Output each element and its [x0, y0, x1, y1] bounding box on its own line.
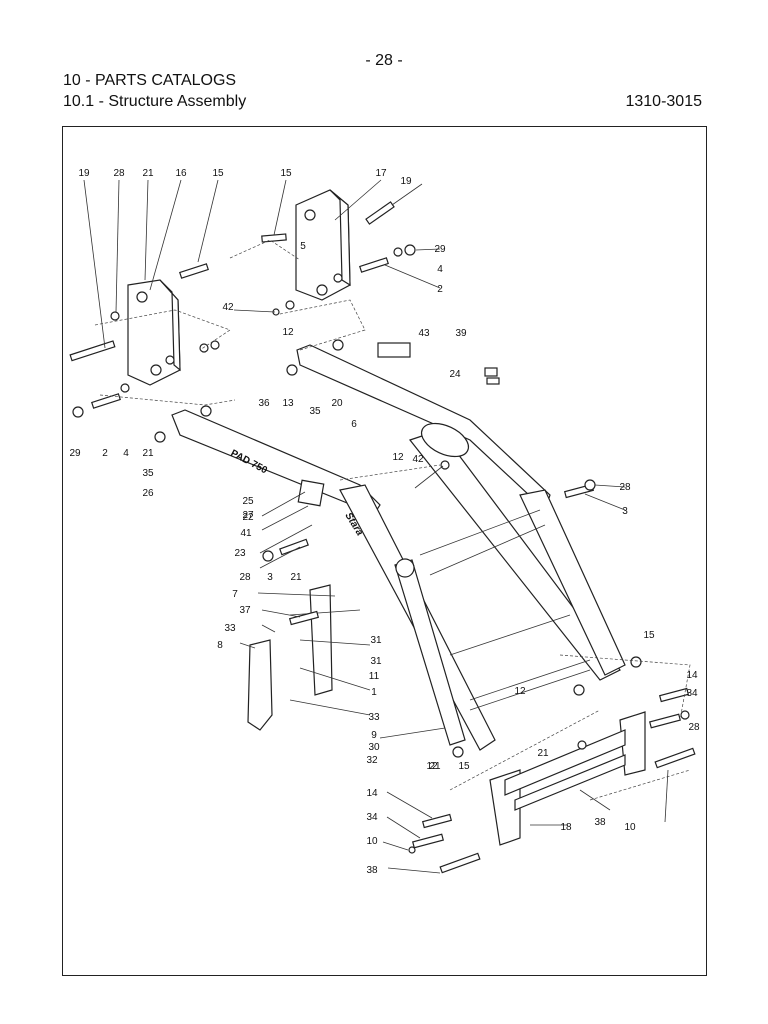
- leader-lines: [83, 179, 669, 874]
- callout-label: 28: [619, 482, 631, 493]
- callout-label: 22: [242, 512, 254, 523]
- callout-label: 3: [622, 506, 628, 517]
- callout-label: 38: [366, 865, 378, 876]
- callout-label: 37: [239, 605, 251, 616]
- small-plate-2: [486, 377, 500, 385]
- callout-label: 2: [102, 448, 108, 459]
- decal-plate: [377, 342, 411, 358]
- callout-label: 28: [239, 572, 251, 583]
- callout-label: 39: [455, 328, 467, 339]
- callout-label: 13: [282, 398, 294, 409]
- callout-label: 7: [232, 589, 238, 600]
- callout-label: 31: [370, 635, 382, 646]
- diagram-frame: [62, 126, 707, 976]
- left-mount-bracket: [127, 279, 181, 386]
- callout-label: 27: [242, 510, 254, 521]
- callout-label: 4: [437, 264, 443, 275]
- callout-label: 9: [371, 730, 377, 741]
- callout-label: 1: [371, 687, 377, 698]
- callout-label: 41: [240, 528, 252, 539]
- callout-label: 15: [212, 168, 224, 179]
- callout-label: 2: [437, 284, 443, 295]
- callout-label: 28: [688, 722, 700, 733]
- callout-label: 8: [217, 640, 223, 651]
- callout-label: 21: [290, 572, 302, 583]
- callout-label: 15: [643, 630, 655, 641]
- callout-label: 12: [514, 686, 526, 697]
- callout-label: 43: [418, 328, 430, 339]
- callout-label: 6: [351, 419, 357, 430]
- callout-label: 11: [369, 671, 380, 682]
- assembly-lines: [94, 239, 691, 801]
- callout-label: 26: [142, 488, 154, 499]
- quick-attach-frame: [489, 711, 646, 846]
- callout-label: 3: [267, 572, 273, 583]
- callout-label: 33: [224, 623, 236, 634]
- callout-label: 36: [258, 398, 270, 409]
- callout-label: 17: [375, 168, 387, 179]
- callout-label: 21: [142, 168, 154, 179]
- callout-label: 31: [370, 656, 382, 667]
- small-plate: [484, 367, 498, 377]
- loader-arm-frame: PAD 750 Stara: [171, 344, 626, 751]
- callout-label: 21: [537, 748, 549, 759]
- section-title: 10.1 - Structure Assembly: [63, 93, 247, 110]
- callout-label: 10: [624, 822, 636, 833]
- callout-label: 34: [686, 688, 698, 699]
- callout-label: 25: [242, 496, 254, 507]
- callout-label: 20: [331, 398, 343, 409]
- callout-label: 38: [594, 817, 606, 828]
- callout-label: 35: [309, 406, 321, 417]
- callout-label: 12: [392, 452, 404, 463]
- callout-label: 14: [366, 788, 378, 799]
- callout-label: 34: [366, 812, 378, 823]
- callout-label: 32: [366, 755, 378, 766]
- callout-label: 5: [300, 241, 306, 252]
- callout-label: 35: [142, 468, 154, 479]
- callout-label: 15: [458, 761, 470, 772]
- pins: [69, 201, 696, 874]
- right-mount-bracket: [295, 189, 351, 301]
- callout-label: 42: [412, 454, 424, 465]
- callout-label: 30: [368, 742, 380, 753]
- page-number: - 28 -: [365, 52, 403, 69]
- callout-label: 4: [123, 448, 129, 459]
- callout-label: 33: [368, 712, 380, 723]
- bushings: [72, 244, 690, 854]
- callout-label: 28: [113, 168, 125, 179]
- callout-label: 29: [69, 448, 81, 459]
- callout-label: 18: [560, 822, 572, 833]
- catalog-title: 10 - PARTS CATALOGS: [63, 72, 237, 89]
- callout-label: 29: [434, 244, 446, 255]
- callout-label: 12: [282, 327, 294, 338]
- callout-label: 15: [280, 168, 292, 179]
- callout-label: 12: [426, 761, 438, 772]
- callout-label: 42: [222, 302, 234, 313]
- callout-label: 24: [449, 369, 461, 380]
- callout-label: 16: [175, 168, 187, 179]
- callout-label: 23: [234, 548, 246, 559]
- callout-label: 10: [366, 836, 378, 847]
- part-code: 1310-3015: [625, 93, 702, 110]
- callout-label: 19: [400, 176, 412, 187]
- callout-label: 14: [686, 670, 698, 681]
- callout-label: 21: [429, 761, 441, 772]
- callout-label: 19: [78, 168, 90, 179]
- callout-label: 21: [142, 448, 154, 459]
